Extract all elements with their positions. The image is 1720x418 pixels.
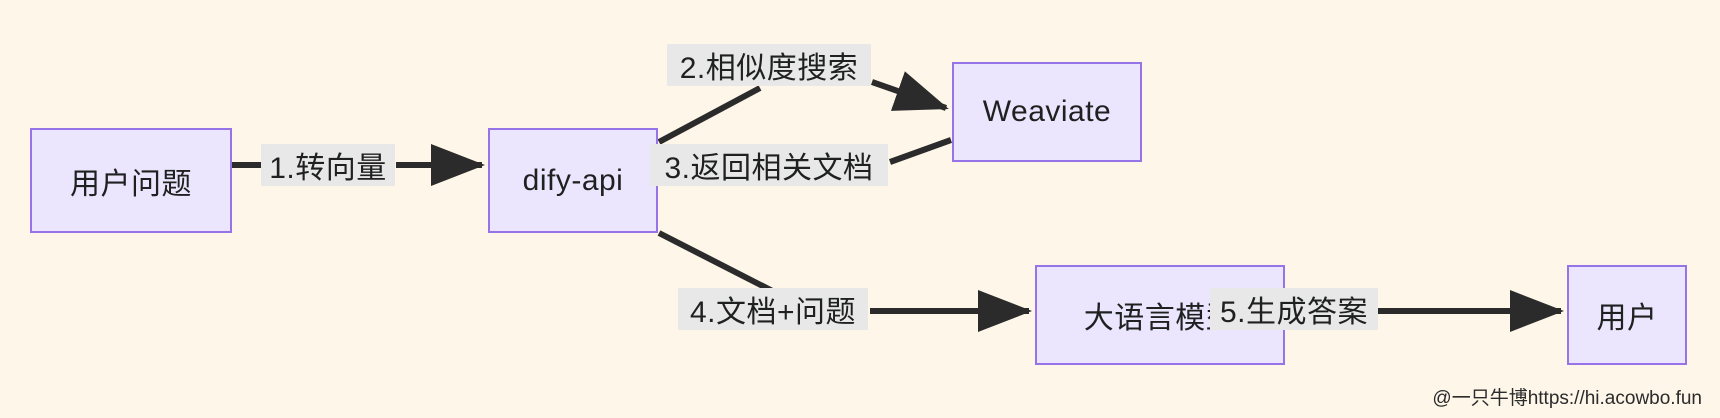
edge-label-step-1-text: 1.转向量 xyxy=(269,152,387,185)
node-weaviate-label: Weaviate xyxy=(982,95,1112,128)
node-dify-api-label: dify-api xyxy=(522,163,624,197)
edge-dify-api-to-weaviate xyxy=(657,71,949,145)
node-dify-api[interactable]: dify-api xyxy=(488,128,658,233)
edge-label-step-5: 5.生成答案 xyxy=(1210,288,1378,330)
edge-label-step-4-text: 4.文档+问题 xyxy=(689,296,857,329)
edge-label-step-3-text: 3.返回相关文档 xyxy=(664,152,874,185)
edge-label-step-2-text: 2.相似度搜索 xyxy=(679,52,859,85)
node-user-question-label: 用户问题 xyxy=(70,167,192,201)
edge-label-step-1: 1.转向量 xyxy=(261,144,395,186)
node-user[interactable]: 用户 xyxy=(1567,265,1687,365)
node-weaviate[interactable]: Weaviate xyxy=(952,62,1142,162)
edge-label-step-4: 4.文档+问题 xyxy=(678,288,868,330)
watermark: @一只牛博https://hi.acowbo.fun xyxy=(1432,388,1702,409)
node-user-question[interactable]: 用户问题 xyxy=(30,128,232,233)
edge-label-step-3: 3.返回相关文档 xyxy=(650,144,888,186)
node-user-label: 用户 xyxy=(1596,302,1658,335)
edge-label-step-2: 2.相似度搜索 xyxy=(667,44,871,86)
edge-label-step-5-text: 5.生成答案 xyxy=(1219,296,1369,329)
